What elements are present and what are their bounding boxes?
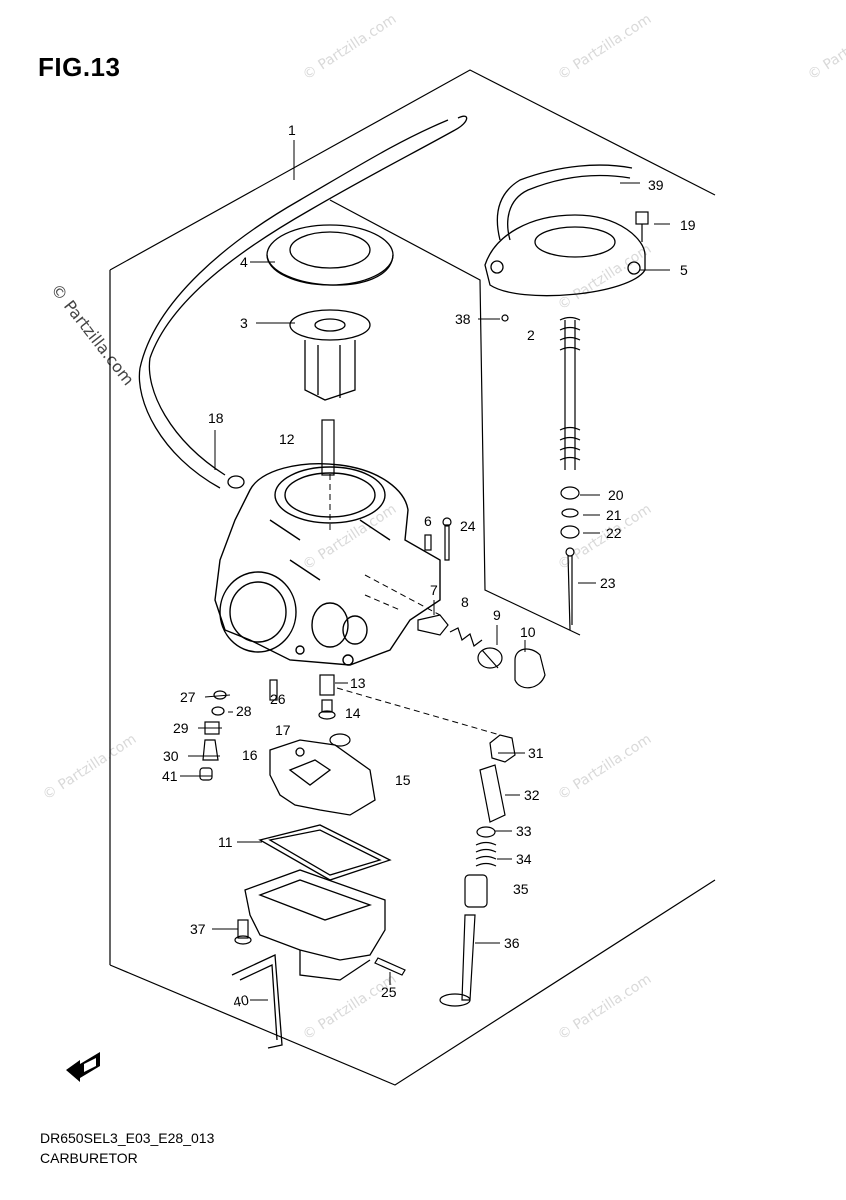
part-screw-25 <box>374 957 406 976</box>
part-spacers-20-22 <box>560 486 580 539</box>
callout-26: 26 <box>270 691 286 707</box>
part-jet-needle-2 <box>559 316 581 470</box>
part-rod-12 <box>321 419 335 476</box>
part-hose-40 <box>231 954 283 1049</box>
callout-39: 39 <box>648 177 664 193</box>
part-spring-8 <box>449 627 483 647</box>
callout-27: 27 <box>180 689 196 705</box>
callout-7: 7 <box>430 582 438 598</box>
part-carburetor-body <box>214 463 441 666</box>
callout-15: 15 <box>395 772 411 788</box>
callout-22: 22 <box>606 525 622 541</box>
part-hose-39 <box>496 164 633 241</box>
callout-11: 11 <box>218 834 233 850</box>
callout-12: 12 <box>279 431 295 447</box>
part-cap-41 <box>199 767 213 781</box>
part-float-bowl <box>244 869 386 981</box>
callout-34: 34 <box>516 851 532 867</box>
part-top-cover-5 <box>484 214 646 297</box>
callout-36: 36 <box>504 935 520 951</box>
part-spring-34 <box>475 841 497 867</box>
part-screw-30 <box>202 739 219 761</box>
callout-38: 38 <box>455 311 471 327</box>
part-jet-13 <box>319 674 335 696</box>
callout-16: 16 <box>242 747 258 763</box>
callout-8: 8 <box>461 594 469 610</box>
part-needle-23 <box>565 547 575 631</box>
part-screw-37 <box>234 919 252 945</box>
leader-lines <box>180 140 670 1001</box>
callout-2: 2 <box>527 327 535 343</box>
part-gasket-11 <box>258 824 392 881</box>
callout-30: 30 <box>163 748 179 764</box>
callout-18: 18 <box>208 410 224 426</box>
callout-40: 40 <box>232 992 250 1010</box>
callout-9: 9 <box>493 607 501 623</box>
callout-19: 19 <box>680 217 696 233</box>
part-jet-14 <box>318 699 336 720</box>
callout-1: 1 <box>288 122 296 138</box>
callout-33: 33 <box>516 823 532 839</box>
callout-29: 29 <box>173 720 189 736</box>
front-direction-arrow-icon <box>66 1052 100 1082</box>
part-ring-33 <box>476 826 496 838</box>
callout-4: 4 <box>240 254 248 270</box>
part-float-16 <box>269 739 376 816</box>
callout-32: 32 <box>524 787 540 803</box>
part-screw-19 <box>635 211 649 242</box>
callout-28: 28 <box>236 703 252 719</box>
callout-24: 24 <box>460 518 476 534</box>
callout-31: 31 <box>528 745 544 761</box>
part-washer-28 <box>211 706 225 716</box>
part-nut-31 <box>489 734 516 763</box>
part-jet-26 <box>269 679 278 701</box>
part-piston-3 <box>289 309 371 401</box>
footer-diagram-name: CARBURETOR <box>40 1150 138 1166</box>
callout-17: 17 <box>275 722 291 738</box>
part-cap-10 <box>514 648 546 689</box>
figure-title: FIG.13 <box>38 52 121 82</box>
callout-14: 14 <box>345 705 361 721</box>
diagram-frame <box>109 69 716 1086</box>
part-screw-7 <box>417 614 449 636</box>
callout-25: 25 <box>381 984 397 1000</box>
callout-13: 13 <box>350 675 366 691</box>
part-screw-6 <box>424 534 432 551</box>
part-diaphragm-4 <box>266 224 394 286</box>
callout-41: 41 <box>162 768 178 784</box>
callout-3: 3 <box>240 315 248 331</box>
part-hose-1 <box>138 115 468 489</box>
dashed-guides <box>329 470 501 736</box>
callout-23: 23 <box>600 575 616 591</box>
part-clip-38 <box>501 314 509 322</box>
callout-labels: 1 2 3 4 5 6 7 8 9 10 11 12 13 14 15 16 1… <box>162 122 696 1010</box>
callout-10: 10 <box>520 624 536 640</box>
callout-20: 20 <box>608 487 624 503</box>
part-fitting-9 <box>477 647 503 669</box>
part-plunger-36 <box>439 914 476 1007</box>
callout-5: 5 <box>680 262 688 278</box>
part-piston-35 <box>464 874 488 908</box>
footer-diagram-code: DR650SEL3_E03_E28_013 <box>40 1130 215 1146</box>
callout-35: 35 <box>513 881 529 897</box>
part-screw-32 <box>479 764 506 823</box>
callout-21: 21 <box>606 507 622 523</box>
part-bolt-24 <box>442 517 452 561</box>
part-ring-15 <box>329 733 351 747</box>
callout-6: 6 <box>424 513 432 529</box>
callout-37: 37 <box>190 921 206 937</box>
